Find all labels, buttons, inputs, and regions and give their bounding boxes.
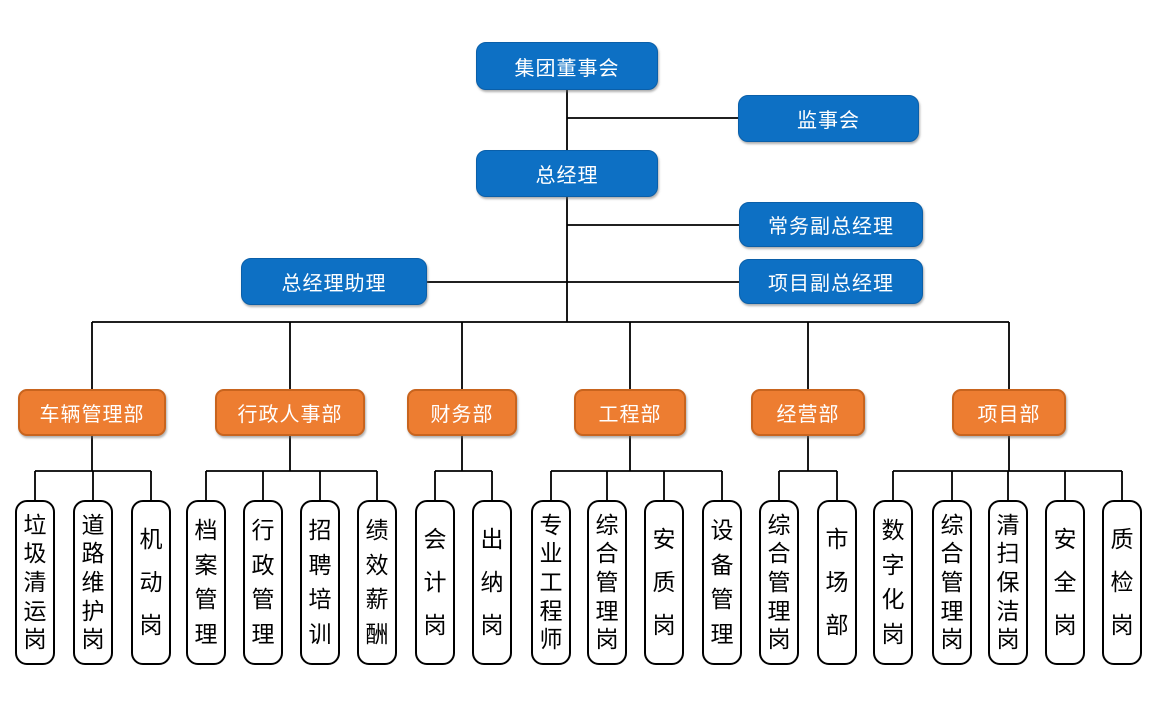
position-box-3-1: 综合管理岗	[587, 500, 627, 665]
position-box-5-2: 清扫保洁岗	[988, 500, 1028, 665]
position-box-5-3: 安全岗	[1045, 500, 1085, 665]
position-box-3-2: 安质岗	[644, 500, 684, 665]
node-general-manager: 总经理	[476, 150, 658, 197]
node-gm-assistant: 总经理助理	[241, 258, 427, 305]
department-box-2: 财务部	[407, 389, 517, 436]
position-box-5-1: 综合管理岗	[932, 500, 972, 665]
position-box-0-2: 机动岗	[131, 500, 171, 665]
position-box-3-3: 设备管理	[702, 500, 742, 665]
position-box-1-3: 绩效薪酬	[357, 500, 397, 665]
position-box-1-0: 档案管理	[186, 500, 226, 665]
node-executive-deputy-gm: 常务副总经理	[739, 202, 923, 247]
department-box-0: 车辆管理部	[18, 389, 166, 436]
position-box-5-4: 质检岗	[1102, 500, 1142, 665]
position-box-4-1: 市场部	[817, 500, 857, 665]
position-box-0-0: 垃圾清运岗	[15, 500, 55, 665]
node-board-of-directors: 集团董事会	[476, 42, 658, 90]
position-box-1-2: 招聘培训	[300, 500, 340, 665]
department-box-4: 经营部	[751, 389, 865, 436]
position-box-1-1: 行政管理	[243, 500, 283, 665]
position-box-2-1: 出纳岗	[472, 500, 512, 665]
position-box-5-0: 数字化岗	[873, 500, 913, 665]
node-supervisory-board: 监事会	[738, 95, 919, 142]
department-box-5: 项目部	[952, 389, 1066, 436]
position-box-0-1: 道路维护岗	[73, 500, 113, 665]
node-project-deputy-gm: 项目副总经理	[739, 259, 923, 304]
position-box-3-0: 专业工程师	[531, 500, 571, 665]
department-box-1: 行政人事部	[215, 389, 365, 436]
position-box-4-0: 综合管理岗	[759, 500, 799, 665]
department-box-3: 工程部	[574, 389, 686, 436]
position-box-2-0: 会计岗	[415, 500, 455, 665]
